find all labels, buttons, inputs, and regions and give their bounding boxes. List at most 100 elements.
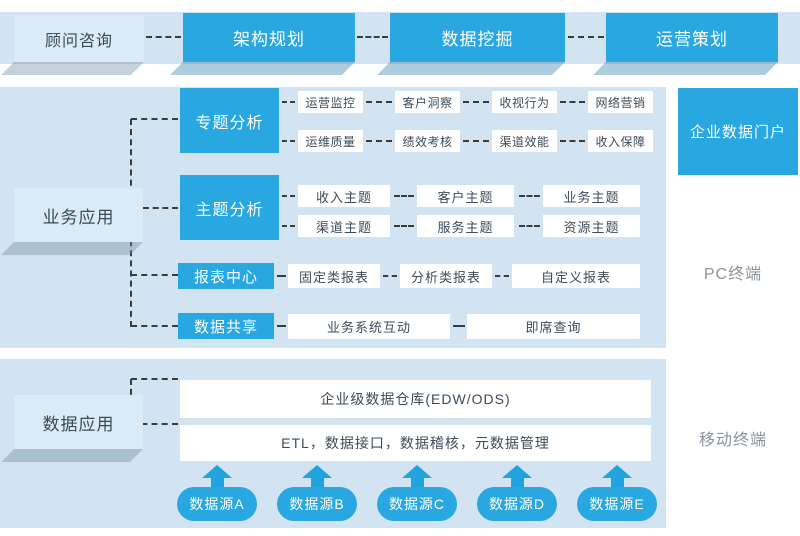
dashed-connector bbox=[519, 195, 540, 197]
node-label: 数据挖掘 bbox=[441, 30, 514, 49]
dashed-connector bbox=[282, 195, 295, 197]
dashed-connector bbox=[131, 118, 178, 120]
node-label: 运营监控 bbox=[305, 95, 356, 110]
node-performance-review: 绩效考核 bbox=[395, 130, 460, 152]
node-label: 收入主题 bbox=[315, 189, 372, 205]
dashed-connector bbox=[131, 423, 178, 425]
node-label: 企业级数据仓库(EDW/ODS) bbox=[320, 391, 511, 407]
group-report-center: 报表中心 bbox=[178, 263, 274, 289]
node-label: 固定类报表 bbox=[298, 269, 369, 285]
group-data-sharing: 数据共享 bbox=[178, 313, 274, 339]
dashed-connector bbox=[357, 36, 388, 38]
up-arrow-icon bbox=[502, 465, 532, 487]
node-custom-reports: 自定义报表 bbox=[512, 264, 640, 288]
up-arrow-icon bbox=[202, 465, 232, 487]
node-customer-insight: 客户洞察 bbox=[395, 91, 460, 113]
node-label: 分析类报表 bbox=[410, 269, 481, 285]
dashed-connector bbox=[394, 195, 414, 197]
node-label: 数据源D bbox=[488, 496, 546, 512]
node-customer-theme: 客户主题 bbox=[417, 185, 514, 207]
node-etl-layer: ETL，数据接口，数据稽核，元数据管理 bbox=[180, 425, 651, 461]
node-channel-theme: 渠道主题 bbox=[298, 215, 390, 237]
node-label: 数据源A bbox=[189, 496, 245, 512]
node-analysis-reports: 分析类报表 bbox=[400, 264, 492, 288]
node-label: 客户主题 bbox=[437, 189, 494, 205]
section-label: 业务应用 bbox=[42, 207, 115, 227]
node-consulting: 顾问咨询 bbox=[14, 16, 144, 62]
node-datasource-a: 数据源A bbox=[177, 487, 257, 521]
node-business-system-interaction: 业务系统互动 bbox=[288, 314, 450, 339]
dashed-connector bbox=[560, 101, 585, 103]
node-label: 顾问咨询 bbox=[44, 33, 113, 50]
node-label: 渠道主题 bbox=[315, 219, 372, 235]
node-label: 数据源E bbox=[589, 496, 645, 512]
node-network-marketing: 网络营销 bbox=[588, 91, 653, 113]
node-om-quality: 运维质量 bbox=[298, 130, 363, 152]
node-channel-efficiency: 渠道效能 bbox=[492, 130, 557, 152]
node-datasource-c: 数据源C bbox=[377, 487, 457, 521]
node-label: 数据源C bbox=[388, 496, 446, 512]
dashed-connector bbox=[131, 274, 178, 276]
dashed-connector bbox=[366, 101, 392, 103]
up-arrow-icon bbox=[602, 465, 632, 487]
up-arrow-icon bbox=[402, 465, 432, 487]
node-label: 运营策划 bbox=[656, 30, 728, 49]
node-label: 架构规划 bbox=[233, 30, 305, 49]
group-label: 专题分析 bbox=[195, 114, 264, 132]
node-service-theme: 服务主题 bbox=[417, 215, 514, 237]
group-label: 主题分析 bbox=[195, 201, 264, 219]
dashed-connector bbox=[519, 225, 540, 227]
node-label: 资源主题 bbox=[563, 219, 620, 235]
node-label: ETL，数据接口，数据稽核，元数据管理 bbox=[281, 435, 550, 451]
group-label: 数据共享 bbox=[193, 318, 258, 336]
node-datasource-b: 数据源B bbox=[277, 487, 357, 521]
node-label: 绩效考核 bbox=[402, 134, 453, 149]
up-arrow-icon bbox=[302, 465, 332, 487]
node-architecture-planning: 架构规划 bbox=[183, 13, 355, 62]
section-business-applications: 业务应用 bbox=[14, 188, 143, 242]
group-theme-analysis: 主题分析 bbox=[180, 175, 279, 240]
dashed-connector bbox=[282, 225, 295, 227]
node-label: 自定义报表 bbox=[540, 269, 611, 285]
node-viewing-behavior: 收视行为 bbox=[492, 91, 557, 113]
node-resource-theme: 资源主题 bbox=[543, 215, 640, 237]
node-business-theme: 业务主题 bbox=[543, 185, 640, 207]
dashed-connector bbox=[394, 225, 414, 227]
dashed-connector bbox=[453, 325, 465, 327]
dashed-connector bbox=[277, 325, 286, 327]
node-operations-strategy: 运营策划 bbox=[606, 13, 778, 62]
node-datasource-e: 数据源E bbox=[577, 487, 657, 521]
dashed-connector bbox=[568, 36, 604, 38]
dashed-connector bbox=[146, 36, 181, 38]
dashed-connector bbox=[383, 275, 397, 277]
section-data-applications: 数据应用 bbox=[14, 395, 143, 449]
side-label-text: 移动终端 bbox=[698, 432, 767, 449]
dashed-connector bbox=[277, 275, 286, 277]
node-data-mining: 数据挖掘 bbox=[390, 13, 565, 62]
dashed-connector bbox=[560, 140, 585, 142]
group-label: 报表中心 bbox=[193, 268, 258, 286]
side-label-text: PC终端 bbox=[703, 266, 763, 283]
label-mobile-terminal: 移动终端 bbox=[666, 426, 800, 450]
dashed-connector bbox=[463, 140, 489, 142]
node-label: 客户洞察 bbox=[402, 95, 453, 110]
node-label: 运维质量 bbox=[305, 134, 356, 149]
node-label: 业务系统互动 bbox=[326, 320, 411, 335]
node-enterprise-data-portal: 企业数据门户 bbox=[678, 88, 798, 175]
node-revenue-assurance: 收入保障 bbox=[588, 130, 653, 152]
section-label: 数据应用 bbox=[42, 414, 115, 434]
node-label: 网络营销 bbox=[595, 95, 646, 110]
node-fixed-reports: 固定类报表 bbox=[288, 264, 380, 288]
node-label: 企业数据门户 bbox=[689, 124, 786, 141]
dashed-connector bbox=[495, 275, 509, 277]
group-special-analysis: 专题分析 bbox=[180, 88, 279, 153]
dashed-connector bbox=[463, 101, 489, 103]
node-label: 即席查询 bbox=[525, 320, 582, 335]
node-revenue-theme: 收入主题 bbox=[298, 185, 390, 207]
node-label: 渠道效能 bbox=[499, 134, 550, 149]
node-label: 服务主题 bbox=[437, 219, 494, 235]
node-label: 数据源B bbox=[289, 496, 345, 512]
dashed-connector bbox=[282, 101, 295, 103]
dashed-connector bbox=[131, 378, 178, 380]
